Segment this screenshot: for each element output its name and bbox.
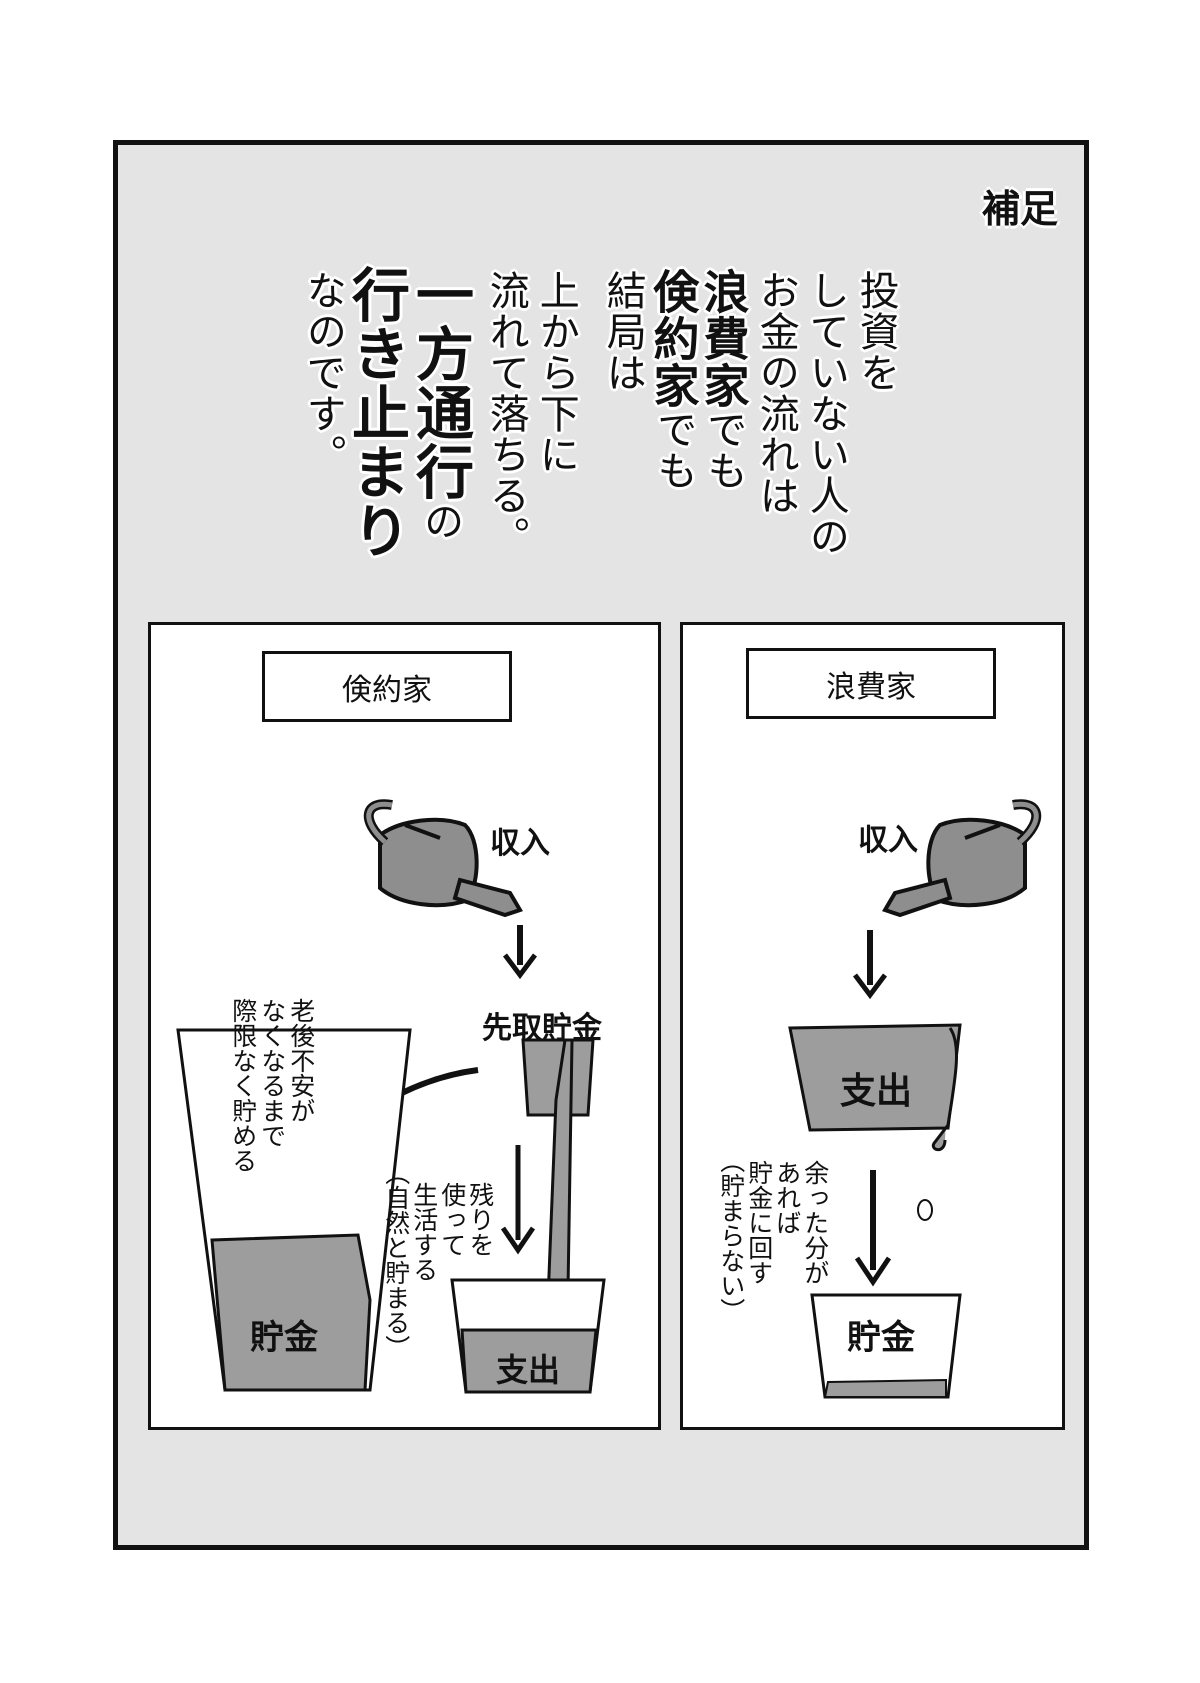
income-label-left: 収入 (490, 826, 550, 861)
narration-col-10: 行き止まり (341, 265, 410, 560)
watering-can-right-icon (882, 799, 1042, 918)
watering-can-left-icon (363, 799, 523, 918)
narration-col-3: お金の流れは (752, 270, 799, 516)
narration-col-9: 一方通行の (405, 265, 474, 542)
narration-col-6: 結局は (599, 270, 646, 393)
frugal-title: 倹約家 (262, 651, 512, 722)
savings-label-right: 貯金 (847, 1318, 915, 1358)
narration-col-7: 上から下に (532, 270, 579, 475)
narration-col-8: 流れて落ちる。 (482, 270, 529, 557)
narration-col-2: していない人の (802, 270, 849, 557)
expense-label-left: 支出 (496, 1351, 561, 1389)
narration-col-1: 投資を (852, 270, 899, 393)
expense-label-right: 支出 (840, 1071, 913, 1112)
prepay-savings-label: 先取貯金 (482, 1011, 602, 1046)
savings-label-left: 貯金 (250, 1318, 318, 1358)
spender-title: 浪費家 (746, 648, 996, 719)
hosoku-label: 補足 (982, 187, 1059, 231)
narration-col-5: 倹約家でも (646, 268, 701, 491)
income-label-right: 収入 (858, 823, 918, 858)
narration-col-4: 浪費家でも (696, 268, 751, 491)
narration-col-11: なのです。 (299, 270, 346, 475)
